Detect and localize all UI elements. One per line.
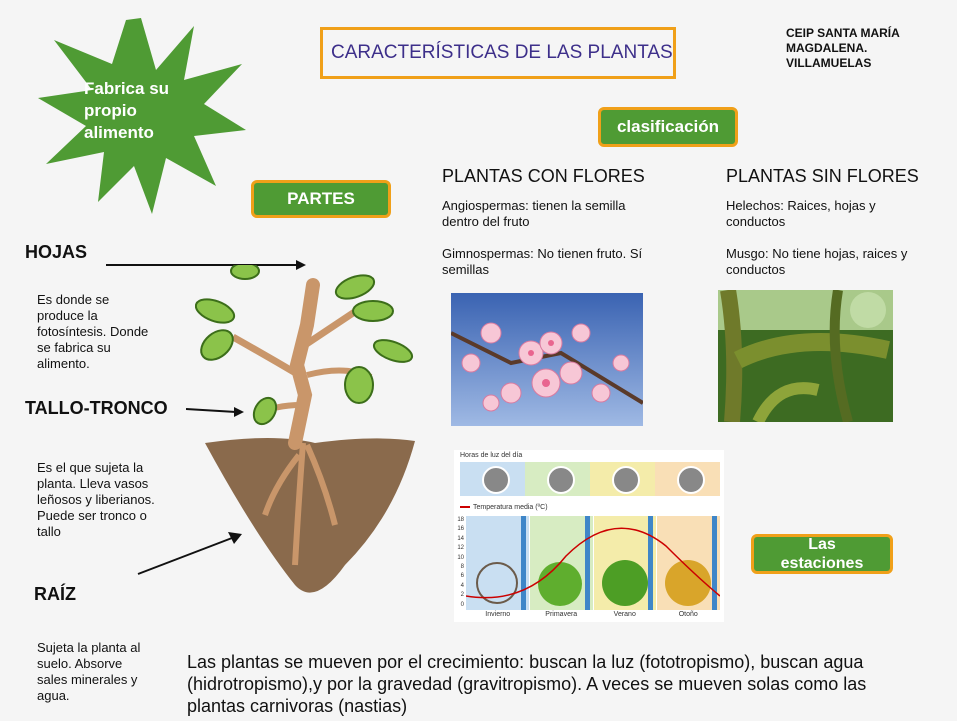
gimnospermas-text: Gimnospermas: No tienen fruto. Sí semill… xyxy=(442,246,643,277)
y-tick: 4 xyxy=(460,582,464,589)
estaciones-button[interactable]: Las estaciones xyxy=(751,534,893,574)
arrow-tallo xyxy=(186,407,244,417)
panel-primavera xyxy=(529,516,594,610)
y-tick: 0 xyxy=(460,601,464,608)
con-flores-title: PLANTAS CON FLORES xyxy=(442,166,645,186)
y-tick: 12 xyxy=(457,545,464,552)
angiospermas-text: Angiospermas: tienen la semilla dentro d… xyxy=(442,198,626,229)
season-panels xyxy=(466,516,720,610)
tallo-description: Es el que sujeta la planta. Lleva vasos … xyxy=(37,460,155,539)
helechos-text: Helechos: Raices, hojas y conductos xyxy=(726,198,876,229)
season-label: Otoño xyxy=(678,611,698,618)
movement-text: Las plantas se mueven por el crecimiento… xyxy=(187,652,867,716)
seasons-chart: Horas de luz del día Temperatura media (… xyxy=(454,450,724,622)
y-axis-ticks: 18 16 14 12 10 8 6 4 2 0 xyxy=(454,516,464,610)
musgo-text: Musgo: No tiene hojas, raices y conducto… xyxy=(726,246,908,277)
hojas-heading: HOJAS xyxy=(25,242,88,262)
season-labels: Invierno Primavera Verano Otoño xyxy=(466,611,720,618)
y-tick: 14 xyxy=(457,535,464,542)
y-tick: 2 xyxy=(460,592,464,599)
arrow-raiz xyxy=(137,532,242,575)
hojas-description: Es donde se produce la fotosíntesis. Don… xyxy=(37,292,149,371)
tallo-heading: TALLO-TRONCO xyxy=(25,398,168,418)
temp-legend: Temperatura media (ºC) xyxy=(460,504,548,511)
y-tick: 16 xyxy=(457,526,464,533)
daylight-label: Horas de luz del día xyxy=(460,452,523,459)
season-label: Invierno xyxy=(485,611,511,618)
page-title: CARACTERÍSTICAS DE LAS PLANTAS xyxy=(320,27,676,79)
raiz-heading: RAÍZ xyxy=(34,584,76,604)
raiz-description: Sujeta la planta al suelo. Absorve sales… xyxy=(37,640,141,703)
daylight-invierno xyxy=(460,462,525,496)
daylight-primavera xyxy=(525,462,590,496)
plant-illustration xyxy=(195,265,415,593)
daylight-strip xyxy=(460,462,720,496)
season-label: Verano xyxy=(613,611,636,618)
daylight-otono xyxy=(655,462,720,496)
arrow-hojas xyxy=(106,260,306,270)
y-tick: 10 xyxy=(457,554,464,561)
panel-otono xyxy=(657,516,720,610)
daylight-verano xyxy=(590,462,655,496)
partes-button[interactable]: PARTES xyxy=(251,180,391,218)
y-tick: 6 xyxy=(460,573,464,580)
temperature-curve xyxy=(466,527,720,599)
y-tick: 18 xyxy=(457,517,464,523)
panel-invierno xyxy=(466,516,530,610)
sin-flores-title: PLANTAS SIN FLORES xyxy=(726,166,919,186)
star-text: Fabrica su propio alimento xyxy=(84,79,170,142)
school-name: CEIP SANTA MARÍA MAGDALENA. VILLAMUELAS xyxy=(786,26,900,70)
temp-legend-text: Temperatura media (ºC) xyxy=(473,504,548,511)
star-burst xyxy=(38,18,246,214)
y-tick: 8 xyxy=(460,564,464,571)
season-label: Primavera xyxy=(545,611,578,618)
clasificacion-button[interactable]: clasificación xyxy=(598,107,738,147)
cherry-blossom-photo xyxy=(451,293,643,426)
moss-forest-photo xyxy=(718,290,893,422)
